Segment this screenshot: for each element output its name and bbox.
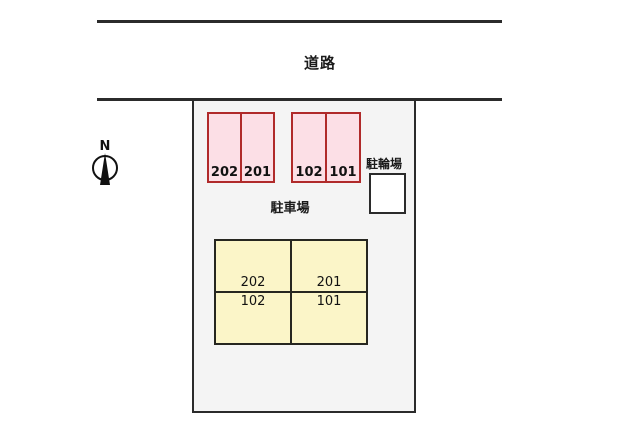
parking-stall[interactable]: 202 — [209, 114, 240, 181]
parking-group-right: 102 101 — [291, 112, 361, 183]
road-label: 道路 — [303, 54, 336, 72]
building-unit[interactable]: 101 — [290, 293, 366, 343]
compass-rose: N — [84, 140, 126, 196]
parking-stall[interactable]: 101 — [325, 114, 359, 181]
building-block: 202 201 102 101 — [214, 239, 368, 345]
compass-needle-icon — [100, 153, 110, 185]
building-unit-label: 202 — [240, 275, 266, 290]
parking-area-label: 駐車場 — [270, 201, 310, 216]
building-unit-label: 201 — [316, 275, 342, 290]
building-unit-label: 102 — [240, 294, 266, 309]
parking-stall[interactable]: 102 — [293, 114, 325, 181]
parking-stall[interactable]: 201 — [240, 114, 273, 181]
road-edge-line-top — [97, 20, 502, 23]
building-unit[interactable]: 202 — [216, 241, 290, 291]
building-unit-label: 101 — [316, 294, 342, 309]
parking-stall-label: 102 — [295, 165, 323, 180]
parking-stall-label: 101 — [329, 165, 357, 180]
bicycle-parking-box[interactable] — [369, 173, 406, 214]
compass-north-label: N — [99, 139, 111, 154]
parking-group-left: 202 201 — [207, 112, 275, 183]
building-unit[interactable]: 201 — [290, 241, 366, 291]
building-row-lower: 102 101 — [216, 291, 366, 343]
parking-stall-label: 202 — [210, 165, 239, 180]
property-boundary: 202 201 102 101 駐車場 駐輪場 202 — [192, 99, 416, 413]
bicycle-parking-label: 駐輪場 — [366, 157, 403, 171]
building-row-upper: 202 201 — [216, 241, 366, 291]
building-unit[interactable]: 102 — [216, 293, 290, 343]
parking-stall-label: 201 — [243, 165, 272, 180]
